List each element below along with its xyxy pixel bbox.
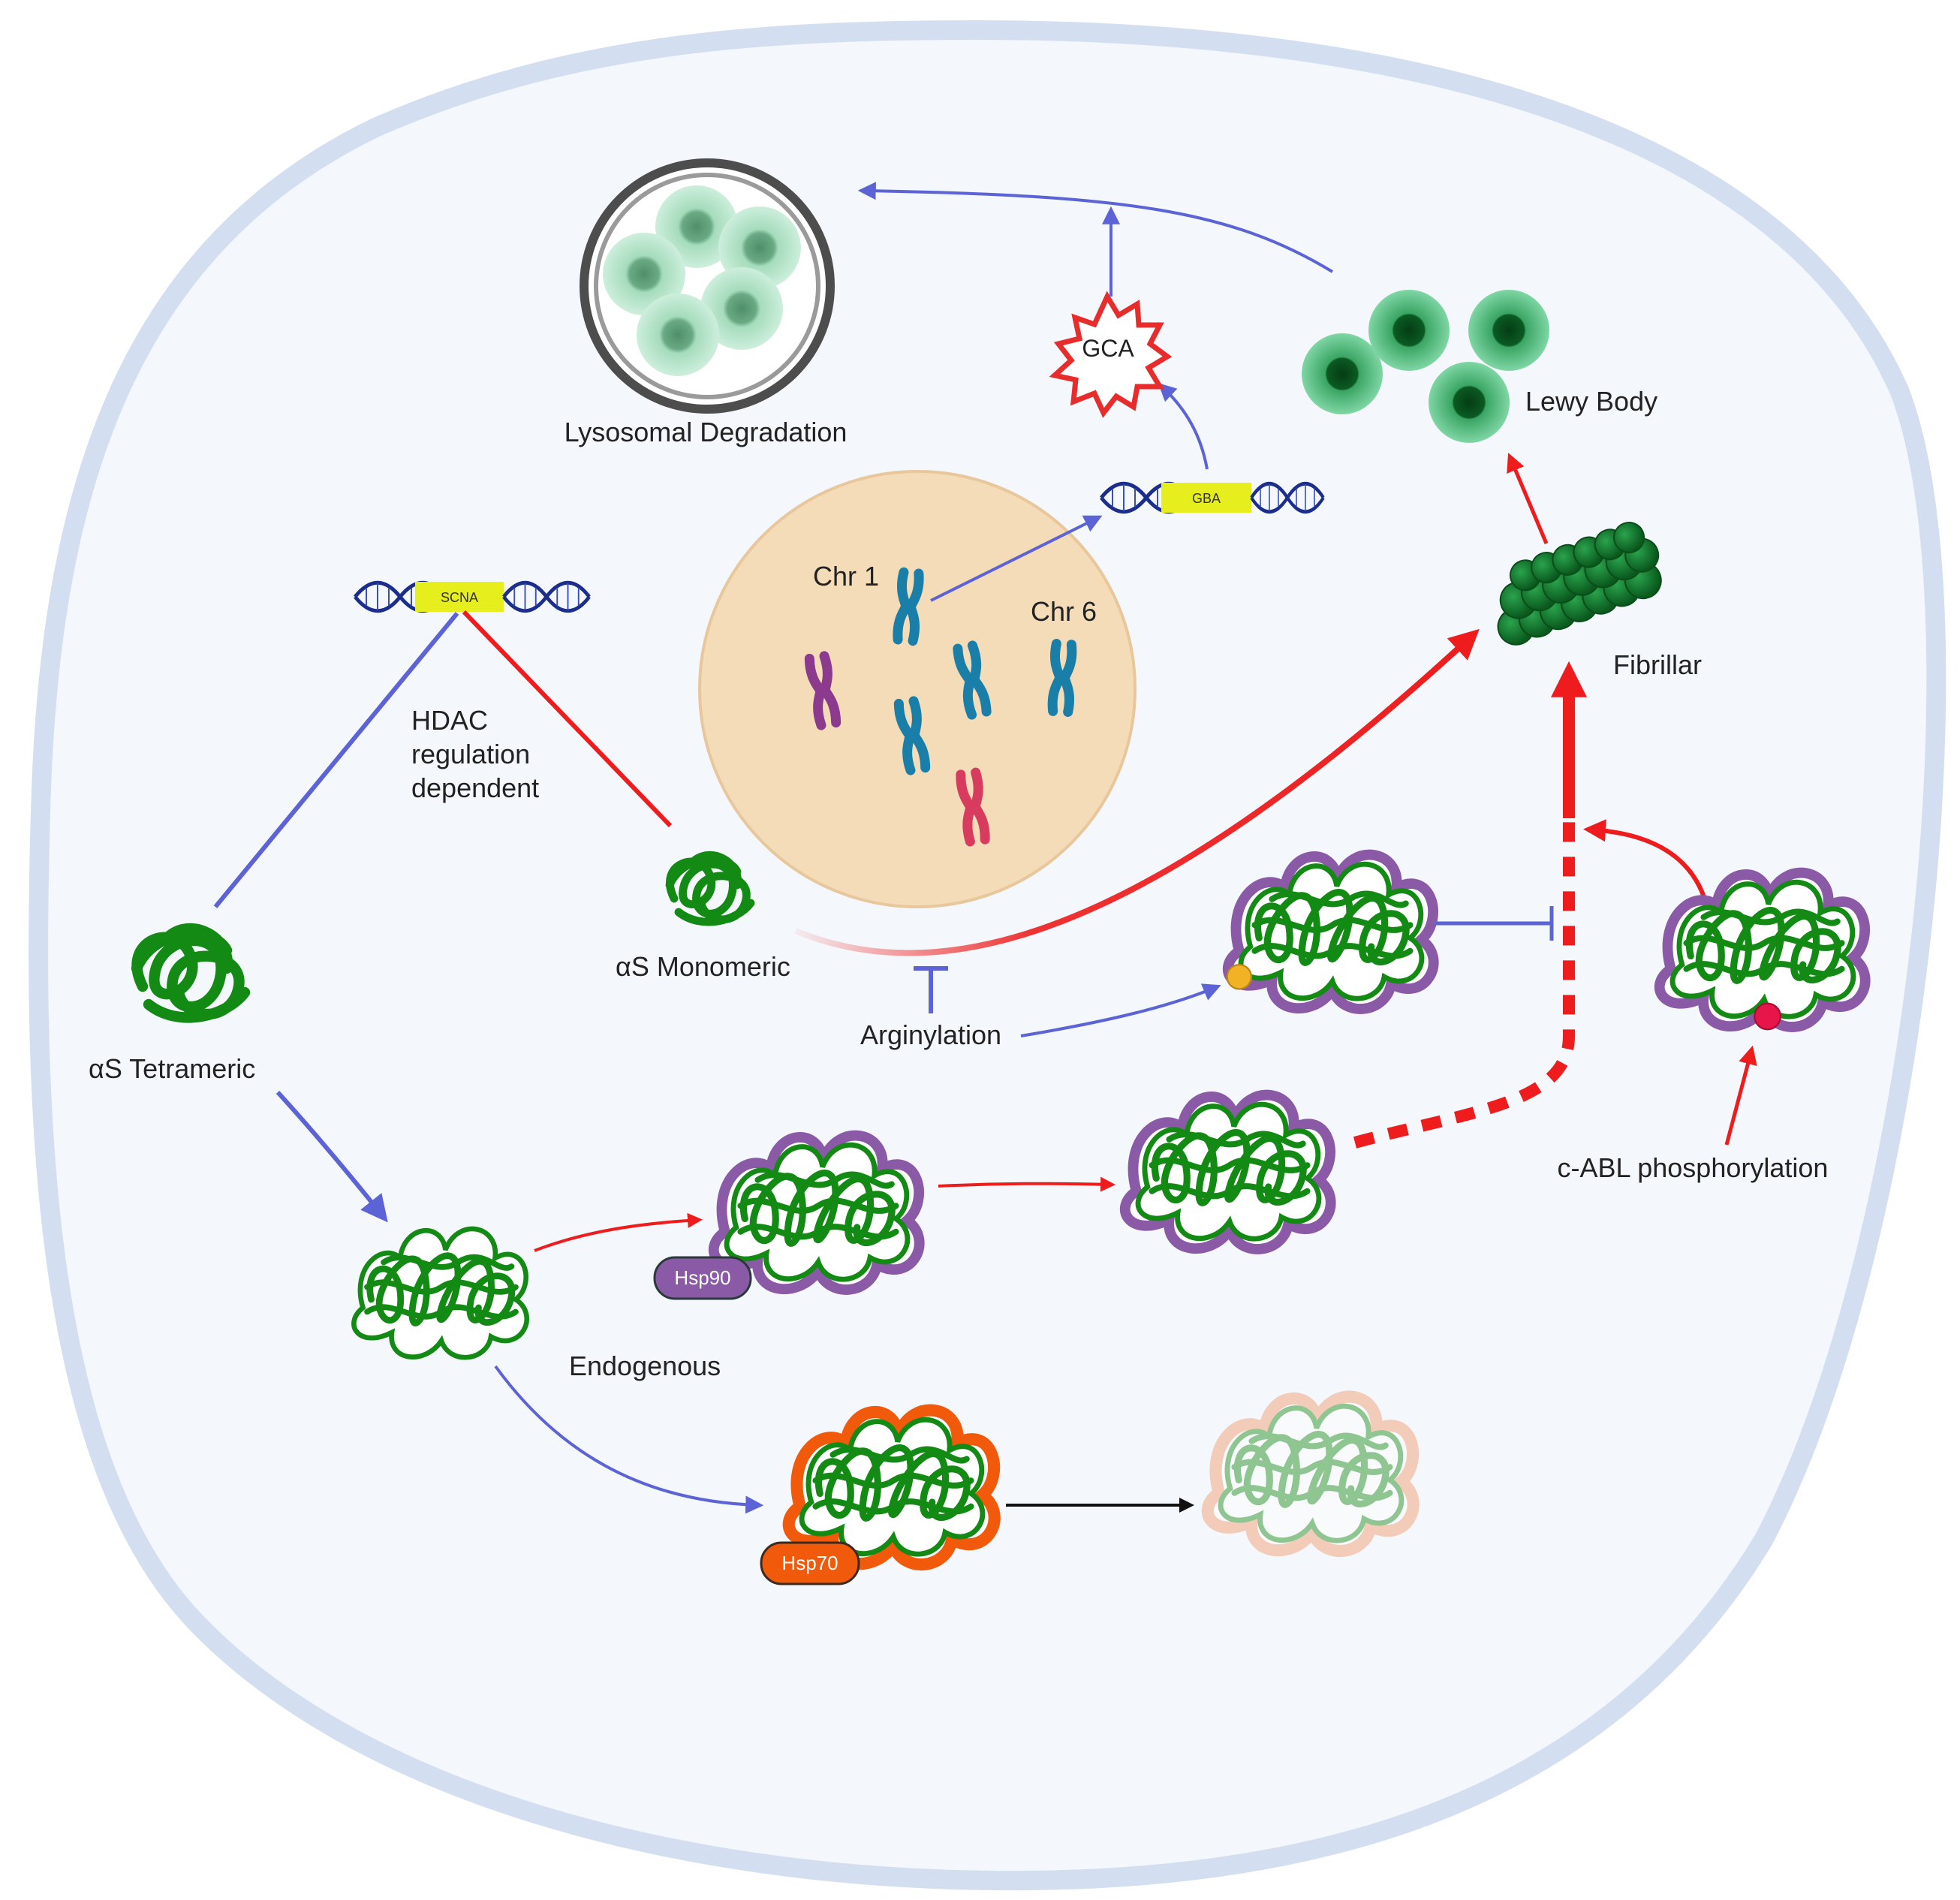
chr6-label: Chr 6 [1031,596,1097,627]
cell-membrane [29,20,1946,1891]
arginylation-label: Arginylation [860,1019,1001,1050]
gba-gene: GBA [1101,483,1323,513]
lysosome-icon [580,158,835,414]
fibrillar-label: Fibrillar [1613,649,1702,680]
oligomer-aggregate [1119,1089,1336,1254]
degraded-aggregate [1201,1390,1420,1557]
lysosomal-label: Lysosomal Degradation [565,417,848,447]
chr1-to-gba-arrow [930,515,1103,602]
fibril-icon [1497,522,1662,646]
tetrameric-label: αS Tetrameric [89,1053,255,1084]
endogenous-label: Endogenous [569,1350,721,1381]
monomer-to-fibril-arrow [794,628,1480,956]
endogenous-to-hsp70-arrow [494,1365,764,1514]
cabl-arrow [1724,1045,1757,1146]
endogenous-to-hsp90-arrow [534,1212,703,1252]
gca-burst [1049,291,1173,418]
tetramer-to-endogenous-arrow [275,1090,388,1223]
gba-label: GBA [1192,491,1221,506]
dashed-pathway [1353,822,1575,1149]
monomeric-label: αS Monomeric [616,951,790,982]
arginylation-arrow [1020,983,1221,1037]
hsp90-aggregate [708,1130,925,1295]
phospho-to-dashed-arrow [1583,819,1706,899]
hsp90-label: Hsp90 [674,1266,730,1289]
chr1-label: Chr 1 [813,561,879,592]
phosphorylated-aggregate [1654,867,1871,1032]
scna-label: SCNA [441,590,478,605]
gca-label: GCA [1082,335,1134,362]
gba-to-gca-arrow [1158,383,1209,470]
hsp70-label: Hsp70 [781,1552,838,1574]
lewy-body-label: Lewy Body [1525,386,1657,417]
cabl-label: c-ABL phosphorylation [1558,1152,1829,1183]
scna-to-tetramer-line [213,612,459,908]
lewy-to-lysosome-arrow [857,182,1334,273]
fibril-to-lewy-arrow [1507,453,1549,544]
hsp90-pill [653,1256,752,1300]
scna-to-monomer-line [462,610,673,828]
hsp70-pill [760,1541,860,1585]
lewy-body-icon [1302,290,1549,443]
nucleus [698,470,1137,908]
scna-gene: SCNA [355,582,589,612]
hsp90-to-aggregate-arrow [938,1176,1115,1192]
arginylated-aggregate [1222,849,1439,1014]
